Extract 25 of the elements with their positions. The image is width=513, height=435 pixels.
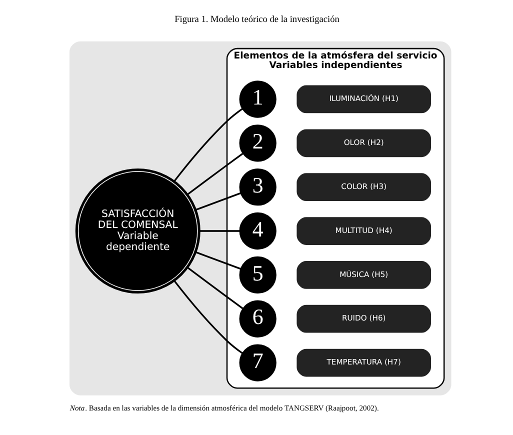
connector [186,266,243,310]
connector [173,108,242,182]
cluster [68,41,451,396]
node-circle: 7 [238,344,276,382]
node-circle: SATISFACCIÓN DEL COMENSAL Variable dependiente [74,168,200,294]
node-circle: 4 [238,212,276,250]
node-box: MÚSICA (H5) [296,261,431,289]
node-box: MULTITUD (H4) [296,217,431,245]
node-circle: 3 [238,168,276,206]
connector [186,152,243,196]
node-circle: 2 [238,124,276,162]
connector [194,192,240,211]
node-box: RUIDO (H6) [296,304,431,333]
connector [173,280,242,354]
diagram-title: Figura 1. Modelo teórico de la investigación [174,15,339,26]
caption: Nota. Basada en las variables de la dimensión atmosférica del modelo TANGSERV (Raajpoot, 2002). [69,403,378,412]
node-box: COLOR (H3) [296,173,431,202]
node-box: TEMPERATURA (H7) [296,348,431,377]
node-circle: 5 [238,256,276,294]
connector [198,230,240,232]
node-circle: 6 [238,300,276,338]
node-circle: 1 [238,80,276,118]
connector [194,251,240,270]
node-box: OLOR (H2) [296,129,431,158]
node-box: ILUMINACIÓN (H1) [296,85,431,114]
